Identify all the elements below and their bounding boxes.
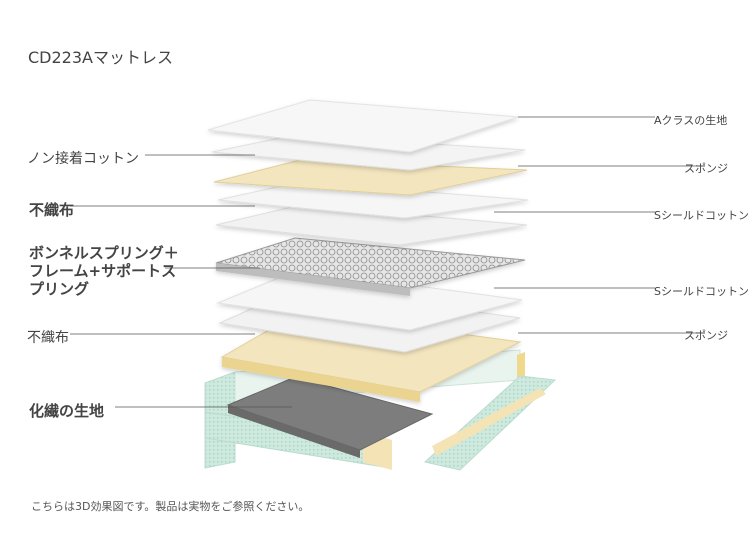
label-sponge-lower: スポンジ [684,329,728,342]
label-shield-cotton-lower: Sシールドコットン [654,285,749,298]
layer-nonwoven-upper [217,181,529,219]
layer-spring [215,237,526,296]
layer-sponge-top [213,159,528,196]
layer-cotton-top [211,134,526,171]
label-nonwoven-lower: 不織布 [27,330,69,346]
leader-lines [70,116,705,408]
label-shield-cotton-upper: Sシールドコットン [654,209,749,222]
bottom-frame [204,349,557,471]
label-bonnell-spring: ボンネルスプリング＋フレーム+サポートスプリング [29,244,179,298]
label-sponge-upper: スポンジ [684,162,728,175]
label-a-class-fabric: Aクラスの生地 [654,114,728,127]
layer-cotton-upper [215,204,528,246]
layer-nonwoven-lower [216,269,523,331]
disclaimer-note: こちらは3D効果図です。製品は実物をご参照ください。 [31,500,310,513]
label-nonwoven-upper: 不織布 [29,201,75,219]
label-synthetic-fabric: 化繊の生地 [29,402,105,420]
label-non-adhesive-cotton: ノン接着コットン [27,151,139,167]
page-title: CD223Aマットレス [28,48,173,67]
